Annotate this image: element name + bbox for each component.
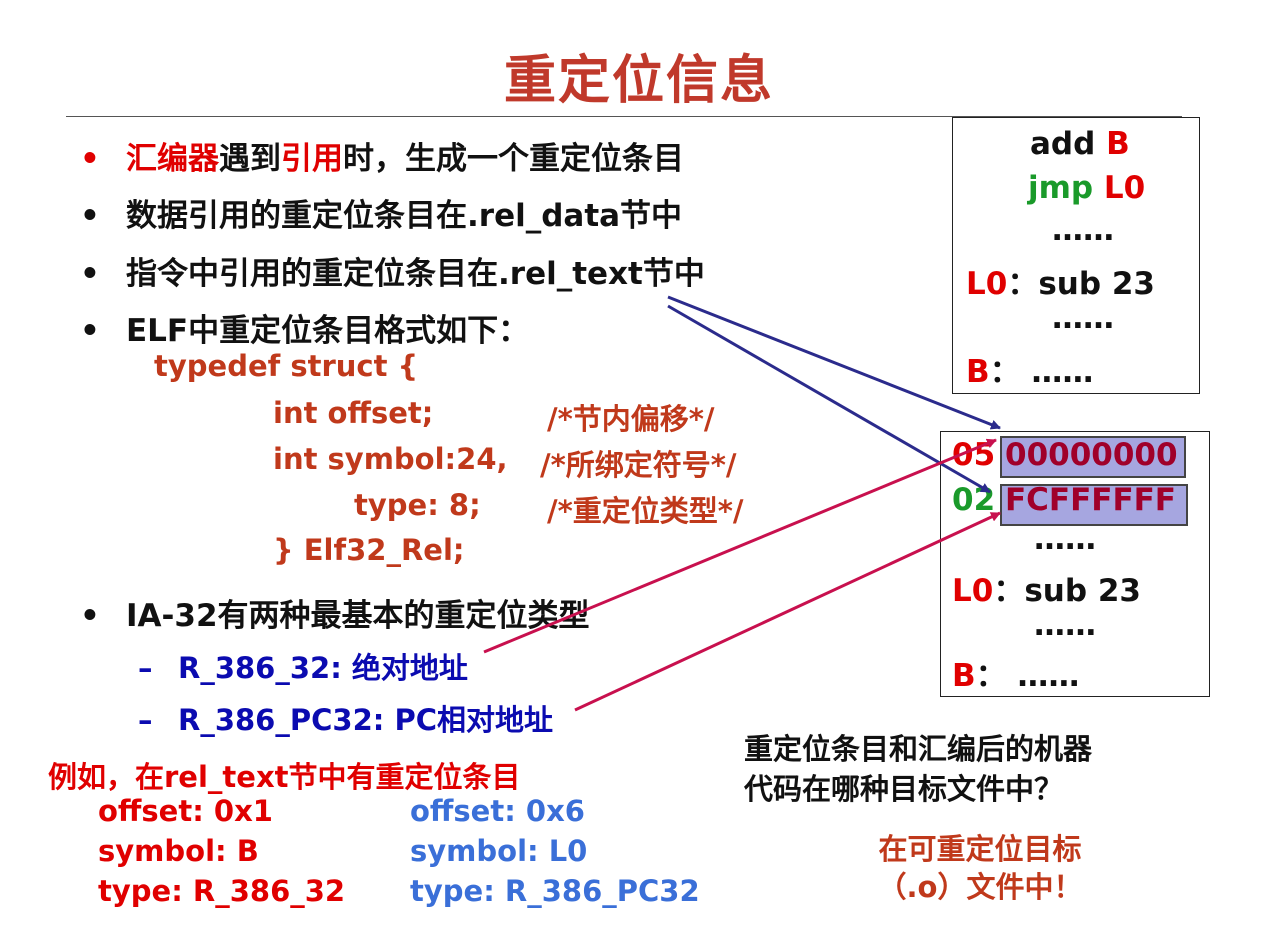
page-title: 重定位信息	[503, 51, 774, 111]
machine-line-l0: L0：sub 23	[952, 573, 1141, 609]
source-line-b: B： ……	[966, 354, 1094, 390]
bullet-dot: •	[80, 198, 100, 234]
source-line-jmp: jmp L0	[1028, 170, 1146, 206]
answer-line-2: （.o）文件中！	[877, 870, 1083, 904]
code-line-typedef: typedef struct {	[154, 349, 419, 383]
title-divider	[66, 116, 1182, 117]
dash-glyph: –	[138, 703, 153, 737]
bullet-rel-text: • 指令中引用的重定位条目在.rel_text节中	[80, 248, 705, 293]
machine-dots-2: ……	[1034, 607, 1096, 643]
text-generate-entry: 时，生成一个重定位条目	[343, 141, 684, 177]
bullet-text: 指令中引用的重定位条目在.rel_text节中	[126, 256, 705, 292]
arrow-rel-text-to-abs	[667, 295, 1001, 430]
example-right-symbol: symbol: L0	[410, 834, 588, 868]
source-line-add: add B	[1030, 126, 1130, 162]
reloc-cell-pc	[1000, 484, 1188, 526]
bullet-assembler: • 汇编器遇到引用时，生成一个重定位条目	[80, 133, 684, 178]
answer-line-1: 在可重定位目标	[878, 832, 1082, 866]
bullet-dot: •	[80, 598, 100, 634]
code-comment-symbol: /*所绑定符号*/	[540, 448, 737, 482]
code-comment-type: /*重定位类型*/	[547, 494, 744, 528]
sub-r386-32: –R_386_32: 绝对地址	[138, 645, 468, 687]
reloc-value-pc: FCFFFFFF	[1005, 482, 1176, 518]
bullet-ia32-types: • IA-32有两种最基本的重定位类型	[80, 590, 590, 635]
arrow-r386-32-to-cell	[483, 438, 997, 654]
bullet-text: 数据引用的重定位条目在.rel_data节中	[126, 198, 683, 234]
bullet-elf-format: • ELF中重定位条目格式如下：	[80, 305, 529, 350]
example-heading: 例如，在rel_text节中有重定位条目	[48, 760, 521, 794]
example-right-type: type: R_386_PC32	[410, 874, 700, 908]
bullet-dot: •	[80, 141, 100, 177]
example-left-offset: offset: 0x1	[98, 794, 273, 828]
bullet-text: IA-32有两种最基本的重定位类型	[126, 598, 590, 634]
text-assembler: 汇编器	[126, 141, 219, 177]
code-comment-offset: /*节内偏移*/	[547, 402, 715, 436]
code-line-end: } Elf32_Rel;	[273, 533, 465, 567]
machine-line-b: B： ……	[952, 658, 1080, 694]
example-left-symbol: symbol: B	[98, 834, 259, 868]
source-dots-1: ……	[1052, 212, 1114, 248]
sub-text: R_386_32: 绝对地址	[178, 651, 468, 685]
bullet-dot: •	[80, 313, 100, 349]
code-line-symbol: int symbol:24,	[273, 442, 508, 476]
bullet-rel-data: • 数据引用的重定位条目在.rel_data节中	[80, 190, 682, 235]
example-left-type: type: R_386_32	[98, 874, 346, 908]
text-reference: 引用	[281, 141, 343, 177]
source-code-box	[952, 117, 1200, 394]
code-line-offset: int offset;	[273, 396, 434, 430]
sub-r386-pc32: –R_386_PC32: PC相对地址	[138, 697, 553, 739]
source-dots-2: ……	[1052, 300, 1114, 336]
question-line-1: 重定位条目和汇编后的机器	[744, 732, 1093, 766]
text-meets: 遇到	[219, 141, 281, 177]
bullet-text: ELF中重定位条目格式如下：	[126, 313, 530, 349]
reloc-value-abs: 00000000	[1005, 437, 1178, 473]
bullet-dot: •	[80, 256, 100, 292]
sub-text: R_386_PC32: PC相对地址	[178, 703, 553, 737]
arrow-rel-text-to-pc	[667, 304, 991, 494]
example-right-offset: offset: 0x6	[410, 794, 585, 828]
code-line-type: type: 8;	[354, 488, 481, 522]
arrow-r386-pc32-to-cell	[574, 511, 1001, 712]
reloc-cell-abs	[1000, 436, 1186, 478]
question-line-2: 代码在哪种目标文件中？	[744, 772, 1064, 806]
dash-glyph: –	[138, 651, 153, 685]
source-line-l0: L0：sub 23	[966, 266, 1155, 302]
machine-dots-1: ……	[1034, 521, 1096, 557]
